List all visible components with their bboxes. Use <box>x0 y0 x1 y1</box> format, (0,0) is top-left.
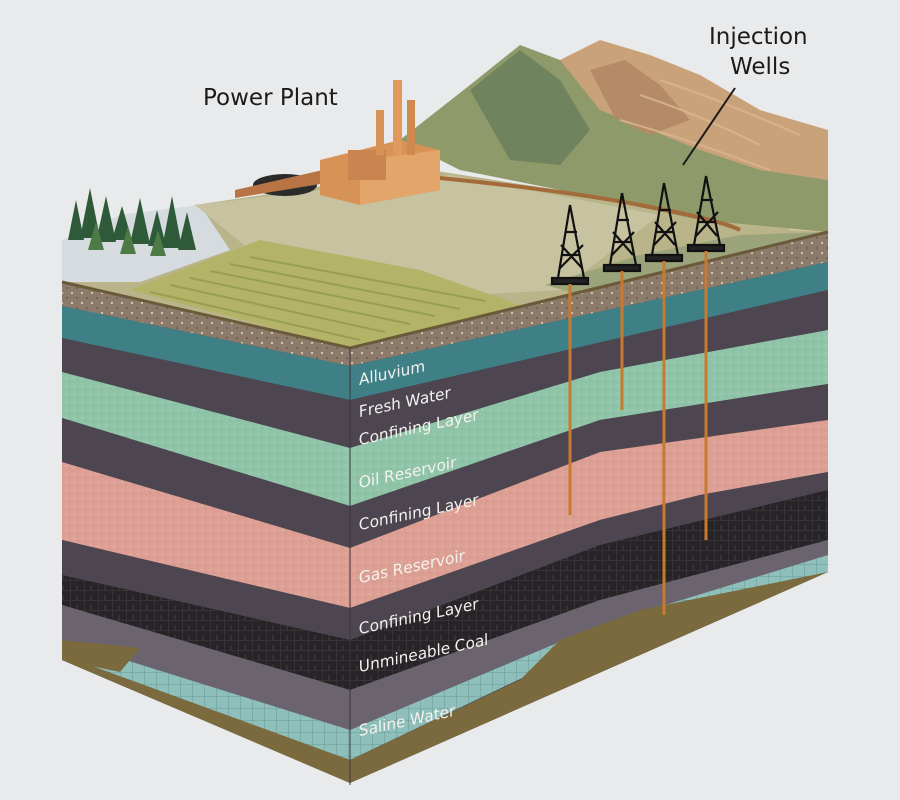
well-derrick-1 <box>550 204 590 286</box>
smokestack <box>407 100 415 155</box>
pipeline <box>439 176 741 232</box>
mountains <box>400 40 828 232</box>
smokestack <box>393 80 402 155</box>
power-plant-label: Power Plant <box>203 85 338 111</box>
power-plant <box>235 80 741 232</box>
well-pipes <box>568 251 708 615</box>
front-cross-section <box>62 282 350 783</box>
injection-wells-label-line2: Wells <box>730 54 790 80</box>
injection-wells-pointer <box>682 87 736 166</box>
injection-wells <box>550 175 726 286</box>
trees <box>68 188 196 256</box>
injection-wells-label-line1: Injection <box>709 24 808 50</box>
smokestack <box>376 110 384 155</box>
